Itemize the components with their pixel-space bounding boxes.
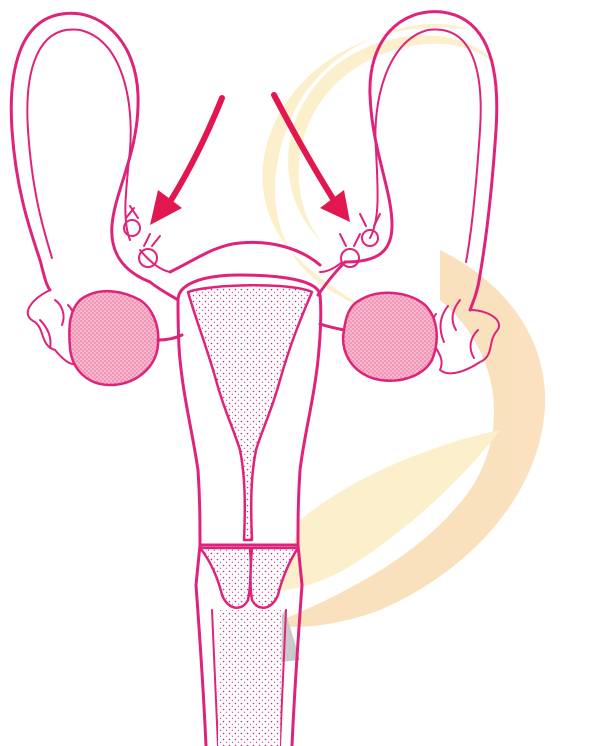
broad-ligament-top [170, 242, 320, 272]
vaginal-canal [196, 585, 302, 746]
right-ovary [343, 293, 437, 381]
uterine-cavity [188, 285, 312, 540]
left-arrow [150, 98, 222, 225]
left-ovary [69, 291, 158, 385]
left-fallopian-tube [11, 13, 150, 290]
watermark-upper-band [288, 35, 500, 240]
